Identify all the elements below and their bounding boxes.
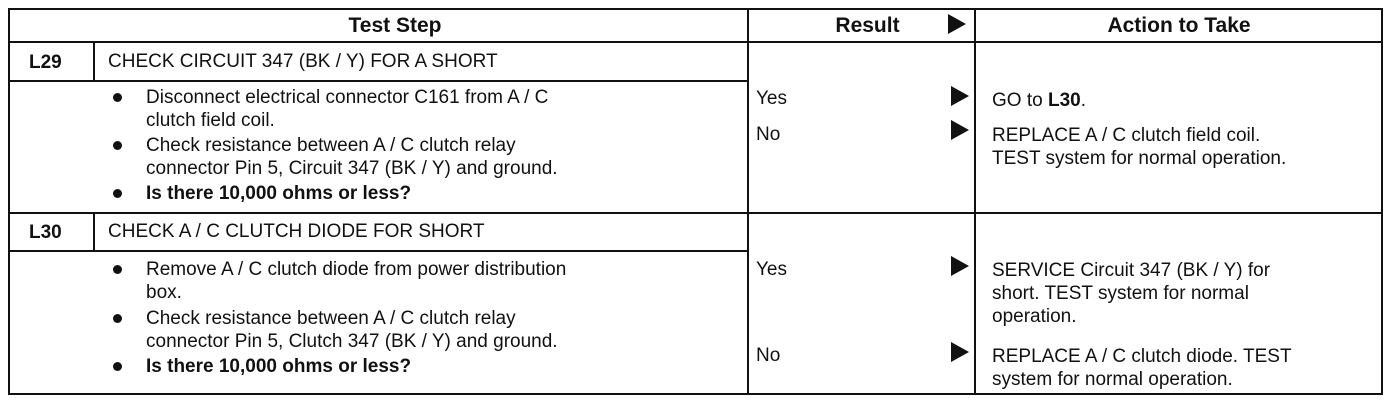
l30-bullet-1-line-2: box. <box>146 282 182 303</box>
l29-bullet-2-line-2: connector Pin 5, Circuit 347 (BK / Y) an… <box>146 158 558 179</box>
header-result: Result <box>835 14 900 37</box>
step-title-l29: CHECK CIRCUIT 347 (BK / Y) FOR A SHORT <box>108 51 498 72</box>
divider-id-l29 <box>93 43 95 82</box>
l29-bullet-2-line-1: Check resistance between A / C clutch re… <box>146 135 516 156</box>
l29-action-no-line-2: TEST system for normal operation. <box>992 148 1287 169</box>
divider-action <box>974 10 976 393</box>
l29-bullet-3-line-1: Is there 10,000 ohms or less? <box>146 183 412 204</box>
l30-bullet-1-line-1: Remove A / C clutch diode from power dis… <box>146 259 567 280</box>
arrow-icon <box>951 342 969 362</box>
l30-action-yes-line-3: operation. <box>992 306 1077 327</box>
bullet-icon <box>113 314 122 323</box>
header-action: Action to Take <box>1107 14 1251 37</box>
step-id-l30: L30 <box>29 222 62 243</box>
header-arrow-icon <box>948 14 966 34</box>
l30-result-yes: Yes <box>756 259 787 280</box>
bullet-icon <box>113 141 122 150</box>
l30-action-no-line-1: REPLACE A / C clutch diode. TEST <box>992 346 1292 367</box>
l30-bullet-3-line-1: Is there 10,000 ohms or less? <box>146 356 412 377</box>
divider-id-l30 <box>93 214 95 252</box>
arrow-icon <box>951 120 969 140</box>
arrow-icon <box>951 256 969 276</box>
l30-action-yes-line-2: short. TEST system for normal <box>992 283 1249 304</box>
l29-bullet-1-line-1: Disconnect electrical connector C161 fro… <box>146 87 549 108</box>
l30-result-no: No <box>756 345 781 366</box>
l30-bullet-2-line-2: connector Pin 5, Clutch 347 (BK / Y) and… <box>146 331 558 352</box>
l30-action-yes-line-1: SERVICE Circuit 347 (BK / Y) for <box>992 260 1271 281</box>
rule-under-l30-title <box>10 250 747 252</box>
diagnostic-table: Test Step Result Action to Take L29 CHEC… <box>8 8 1383 395</box>
arrow-icon <box>951 86 969 106</box>
rule-between-steps <box>10 212 1381 214</box>
header-test-step: Test Step <box>348 14 442 37</box>
bullet-icon <box>113 189 122 198</box>
l30-bullet-2-line-1: Check resistance between A / C clutch re… <box>146 308 516 329</box>
step-title-l30: CHECK A / C CLUTCH DIODE FOR SHORT <box>108 221 485 242</box>
bullet-icon <box>113 265 122 274</box>
divider-result <box>747 10 749 393</box>
l29-bullet-1-line-2: clutch field coil. <box>146 110 275 131</box>
l30-action-no-line-2: system for normal operation. <box>992 369 1233 390</box>
bullet-icon <box>113 362 122 371</box>
step-id-l29: L29 <box>29 52 62 73</box>
table-header: Test Step Result Action to Take <box>10 10 1381 43</box>
bullet-icon <box>113 93 122 102</box>
l29-action-yes: GO to L30. <box>992 90 1086 111</box>
l29-result-yes: Yes <box>756 88 787 109</box>
rule-under-l29-title <box>10 80 747 82</box>
l29-action-no-line-1: REPLACE A / C clutch field coil. <box>992 125 1261 146</box>
l29-result-no: No <box>756 124 781 145</box>
